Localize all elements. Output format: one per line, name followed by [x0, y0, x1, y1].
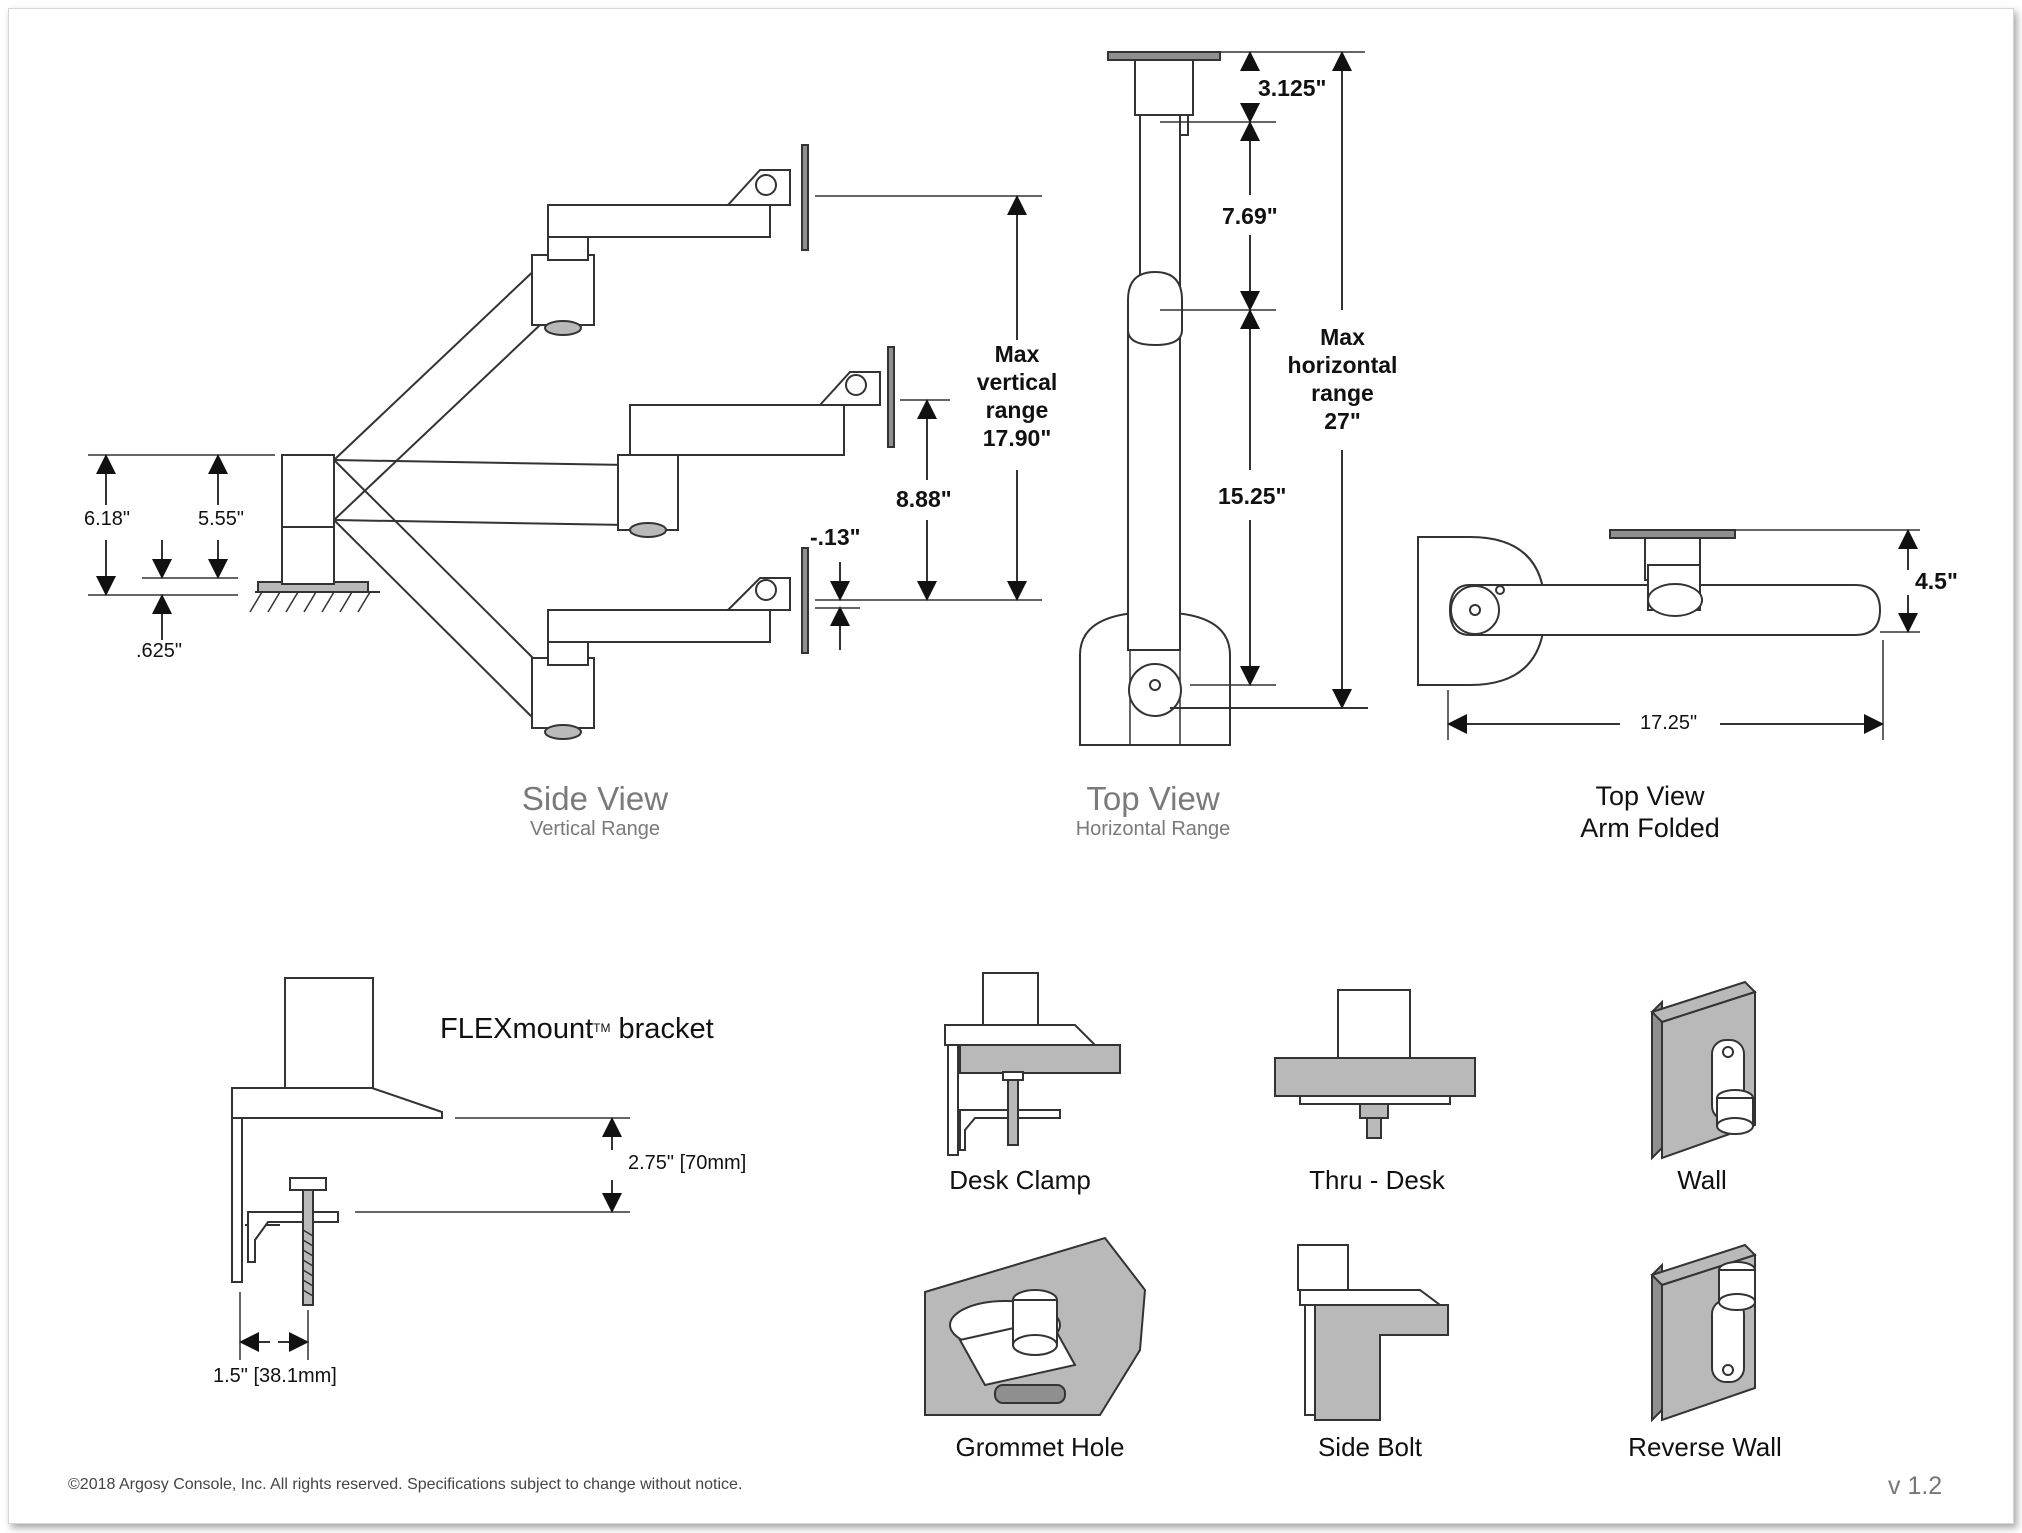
copyright-notice: ©2018 Argosy Console, Inc. All rights re…: [68, 1476, 743, 1493]
reverse-wall-mount-icon: [1650, 1243, 1757, 1423]
bracket-title: FLEXmountTM bracket: [440, 1013, 714, 1045]
mount-label-wall: Wall: [1677, 1165, 1727, 1195]
dim-8-88: 8.88": [896, 486, 952, 512]
side-view-title: Side View: [521, 780, 669, 817]
folded-view-title: Top View Arm Folded: [1580, 781, 1720, 843]
side-view-subtitle: Vertical Range: [529, 818, 661, 840]
max-horizontal-range-label: Max horizontal range 27": [1287, 324, 1398, 434]
dim-2-75: 2.75" [70mm]: [628, 1152, 747, 1174]
top-view-subtitle: Horizontal Range: [1075, 818, 1231, 840]
max-vertical-range-label: Max vertical range 17.90": [976, 341, 1058, 451]
mount-label-side-bolt: Side Bolt: [1317, 1432, 1423, 1462]
mount-label-grommet-hole: Grommet Hole: [955, 1432, 1125, 1462]
dim-7-69: 7.69": [1222, 203, 1278, 229]
top-view-title: Top View: [1086, 780, 1220, 817]
mount-label-thru-desk: Thru - Desk: [1309, 1165, 1445, 1195]
dim-6-18: 6.18": [84, 508, 131, 530]
thru-desk-icon: [1274, 989, 1476, 1139]
dim-neg-0-13: -.13": [810, 524, 861, 550]
desk-clamp-icon: [944, 972, 1121, 1156]
folded-view-drawing: [1417, 529, 1920, 740]
top-view-drawing: [1079, 51, 1368, 746]
dim-15-25: 15.25": [1218, 483, 1287, 509]
dim-4-5: 4.5": [1915, 568, 1958, 594]
dim-17-25: 17.25": [1636, 712, 1702, 735]
wall-mount-icon: [1650, 980, 1757, 1161]
side-bolt-icon: [1297, 1244, 1449, 1421]
bracket-drawing: [231, 977, 630, 1360]
dim-3-125: 3.125": [1258, 75, 1327, 101]
mount-label-desk-clamp: Desk Clamp: [949, 1165, 1091, 1195]
dim-5-55: 5.55": [198, 508, 245, 530]
dim-0-625: .625": [136, 640, 183, 662]
mount-label-reverse-wall: Reverse Wall: [1628, 1432, 1782, 1462]
dim-1-5: 1.5" [38.1mm]: [213, 1365, 337, 1387]
grommet-hole-icon: [924, 1236, 1147, 1416]
side-view-drawing: [88, 144, 1042, 740]
version-label: v 1.2: [1888, 1472, 1943, 1500]
